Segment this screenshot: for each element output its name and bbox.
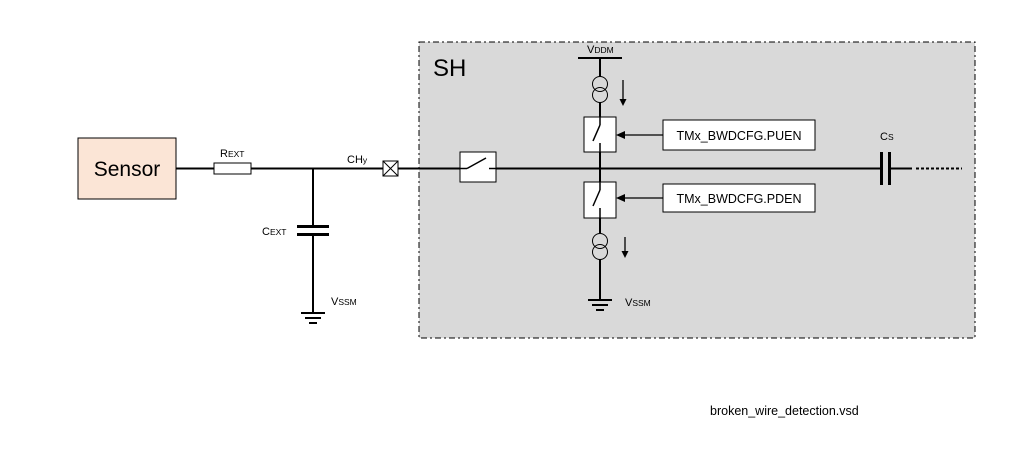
pulldown-current-arrow-icon xyxy=(621,237,629,258)
vssm-label-right: VSSM xyxy=(625,297,651,309)
pd-control-label: TMx_BWDCFG.PDEN xyxy=(677,192,802,206)
vddm-label: VDDM xyxy=(587,44,614,56)
sensor-box xyxy=(77,137,177,200)
cext-label: CEXT xyxy=(262,226,286,238)
filename-caption: broken_wire_detection.vsd xyxy=(710,404,859,418)
pulldown-switch xyxy=(583,181,617,219)
cext-capacitor xyxy=(297,168,329,313)
ground-icon-right xyxy=(588,299,612,311)
sensor-label: Sensor xyxy=(94,158,161,181)
rext-label: REXT xyxy=(220,148,244,160)
pullup-switch xyxy=(583,116,617,153)
cs-capacitor xyxy=(880,152,891,185)
pin-icon xyxy=(382,160,399,177)
sh-label: SH xyxy=(433,55,466,82)
pu-control-arrow-icon xyxy=(616,131,663,139)
vssm-label-left: VSSM xyxy=(331,296,357,308)
ground-icon-left xyxy=(301,312,325,324)
pd-control-arrow-icon xyxy=(616,194,663,202)
rext-resistor xyxy=(213,162,252,175)
chy-label: CHy xyxy=(347,154,368,166)
pd-control-box xyxy=(662,183,816,213)
pu-control-box xyxy=(662,119,816,151)
pullup-current-arrow-icon xyxy=(619,80,627,106)
pu-control-label: TMx_BWDCFG.PUEN xyxy=(677,129,802,143)
cs-label: CS xyxy=(880,131,894,143)
supply-rail-icon xyxy=(578,57,622,77)
sample-switch xyxy=(459,151,497,183)
